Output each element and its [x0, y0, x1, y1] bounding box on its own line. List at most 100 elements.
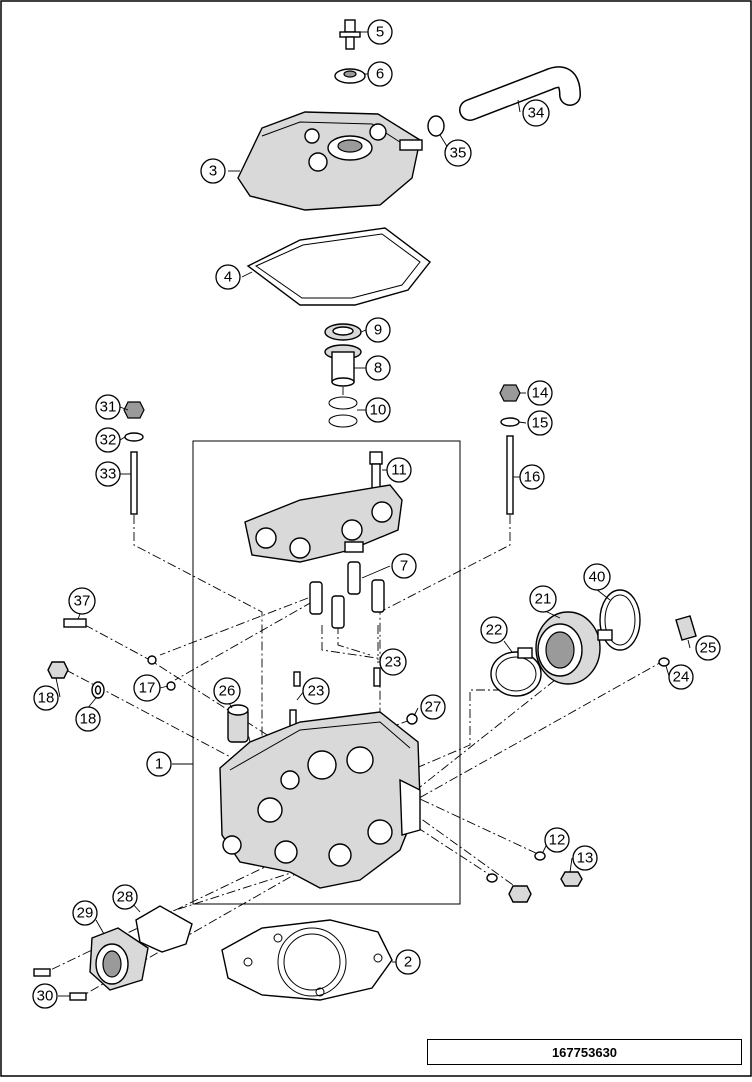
stud-part	[506, 435, 514, 515]
callout-34: 34	[522, 99, 550, 127]
callout-26: 27	[420, 694, 446, 720]
callout-7: 7	[391, 553, 417, 579]
svg-text:16: 16	[524, 469, 541, 486]
insert-part	[227, 704, 249, 743]
camshaft-bridge-part	[244, 484, 403, 563]
svg-text:33: 33	[100, 466, 117, 483]
svg-text:15: 15	[532, 415, 549, 432]
callout-32: 32	[95, 427, 121, 453]
callout-40: 40	[583, 563, 611, 591]
callout-23-lower: 23	[302, 677, 330, 705]
sensor-part	[675, 615, 697, 641]
screw-part	[63, 618, 87, 628]
callout-18: 18	[75, 706, 101, 732]
dowel-part	[293, 671, 301, 687]
callout-11: 11	[386, 457, 412, 483]
cover-gasket-part	[246, 227, 431, 306]
seal-ring-hole	[332, 326, 354, 336]
svg-text:40: 40	[589, 569, 606, 586]
svg-text:3: 3	[209, 163, 217, 180]
plug-part	[47, 661, 69, 679]
hose-clamp-screw	[517, 647, 533, 659]
callouts: 5 6 3 34 35 4 9 8 10 31 32 33 14 15 16 1…	[32, 19, 721, 1009]
plug-part	[166, 681, 176, 691]
svg-text:23: 23	[308, 683, 325, 700]
o-ring-part	[486, 873, 498, 883]
callout-5: 5	[367, 19, 393, 45]
grommet-hole	[343, 70, 357, 78]
svg-text:5: 5	[376, 24, 384, 41]
svg-text:17: 17	[139, 680, 156, 697]
o-ring-part	[328, 396, 358, 410]
clamp-ring-inner	[604, 594, 636, 646]
callout-23-upper: 23	[379, 648, 407, 676]
cylinder-head-part	[219, 711, 421, 889]
stud-part	[130, 451, 138, 515]
intake-flange-part	[535, 611, 613, 685]
callout-9: 9	[365, 317, 391, 343]
svg-text:28: 28	[117, 889, 134, 906]
svg-text:13: 13	[577, 850, 594, 867]
svg-text:22: 22	[486, 622, 503, 639]
callout-33: 33	[95, 461, 121, 487]
svg-text:12: 12	[549, 832, 566, 849]
nut-part	[499, 384, 521, 402]
o-ring-part	[328, 414, 358, 428]
screw-part	[69, 992, 87, 1001]
svg-text:27: 27	[425, 699, 442, 716]
callout-14: 14	[527, 380, 553, 406]
svg-text:18: 18	[80, 711, 97, 728]
callout-29: 29	[72, 900, 98, 926]
svg-text:1: 1	[155, 756, 163, 773]
svg-text:25: 25	[700, 640, 717, 657]
plug-part	[406, 713, 418, 725]
callout-15: 15	[527, 410, 553, 436]
svg-text:37: 37	[74, 593, 91, 610]
svg-text:21: 21	[535, 591, 552, 608]
svg-text:24: 24	[673, 669, 690, 686]
callout-28: 28	[112, 884, 138, 910]
svg-text:26: 26	[219, 683, 236, 700]
callout-1: 1	[146, 751, 172, 777]
callout-16: 16	[519, 464, 545, 490]
callout-17: 17	[133, 674, 161, 702]
callout-19: 18	[33, 685, 59, 711]
clamp-ring-part	[599, 589, 641, 651]
washer-hole	[94, 685, 102, 695]
dowel-part	[373, 667, 381, 687]
plug-part	[147, 655, 157, 665]
drawing-number: 167753630	[427, 1039, 742, 1065]
svg-text:6: 6	[376, 66, 384, 83]
callout-10: 10	[365, 397, 391, 423]
svg-text:34: 34	[528, 105, 545, 122]
callout-37: 37	[68, 587, 96, 615]
hose-clamp-part	[490, 651, 542, 697]
svg-text:10: 10	[370, 402, 387, 419]
callout-35: 35	[444, 139, 472, 167]
bolt-part	[369, 451, 383, 495]
callout-6: 6	[367, 61, 393, 87]
svg-text:32: 32	[100, 432, 117, 449]
spark-plug-sleeve-part	[324, 344, 362, 387]
callout-31: 31	[95, 394, 121, 420]
assembly-group-box	[192, 440, 461, 905]
callout-30: 30	[32, 983, 58, 1009]
callout-3: 3	[200, 158, 226, 184]
svg-text:9: 9	[374, 322, 382, 339]
callout-25: 25	[695, 635, 721, 661]
o-ring-part	[534, 851, 546, 861]
callout-22: 22	[480, 616, 508, 644]
head-gasket-part	[221, 919, 393, 1001]
bolt-part	[339, 19, 361, 50]
seal-part	[658, 657, 670, 667]
hose-part	[460, 67, 580, 120]
callout-24: 24	[668, 664, 694, 690]
hose-clamp-inner	[495, 656, 537, 692]
svg-text:30: 30	[37, 988, 54, 1005]
callout-2: 2	[395, 949, 421, 975]
callout-8: 8	[365, 355, 391, 381]
washer-part	[500, 417, 520, 427]
